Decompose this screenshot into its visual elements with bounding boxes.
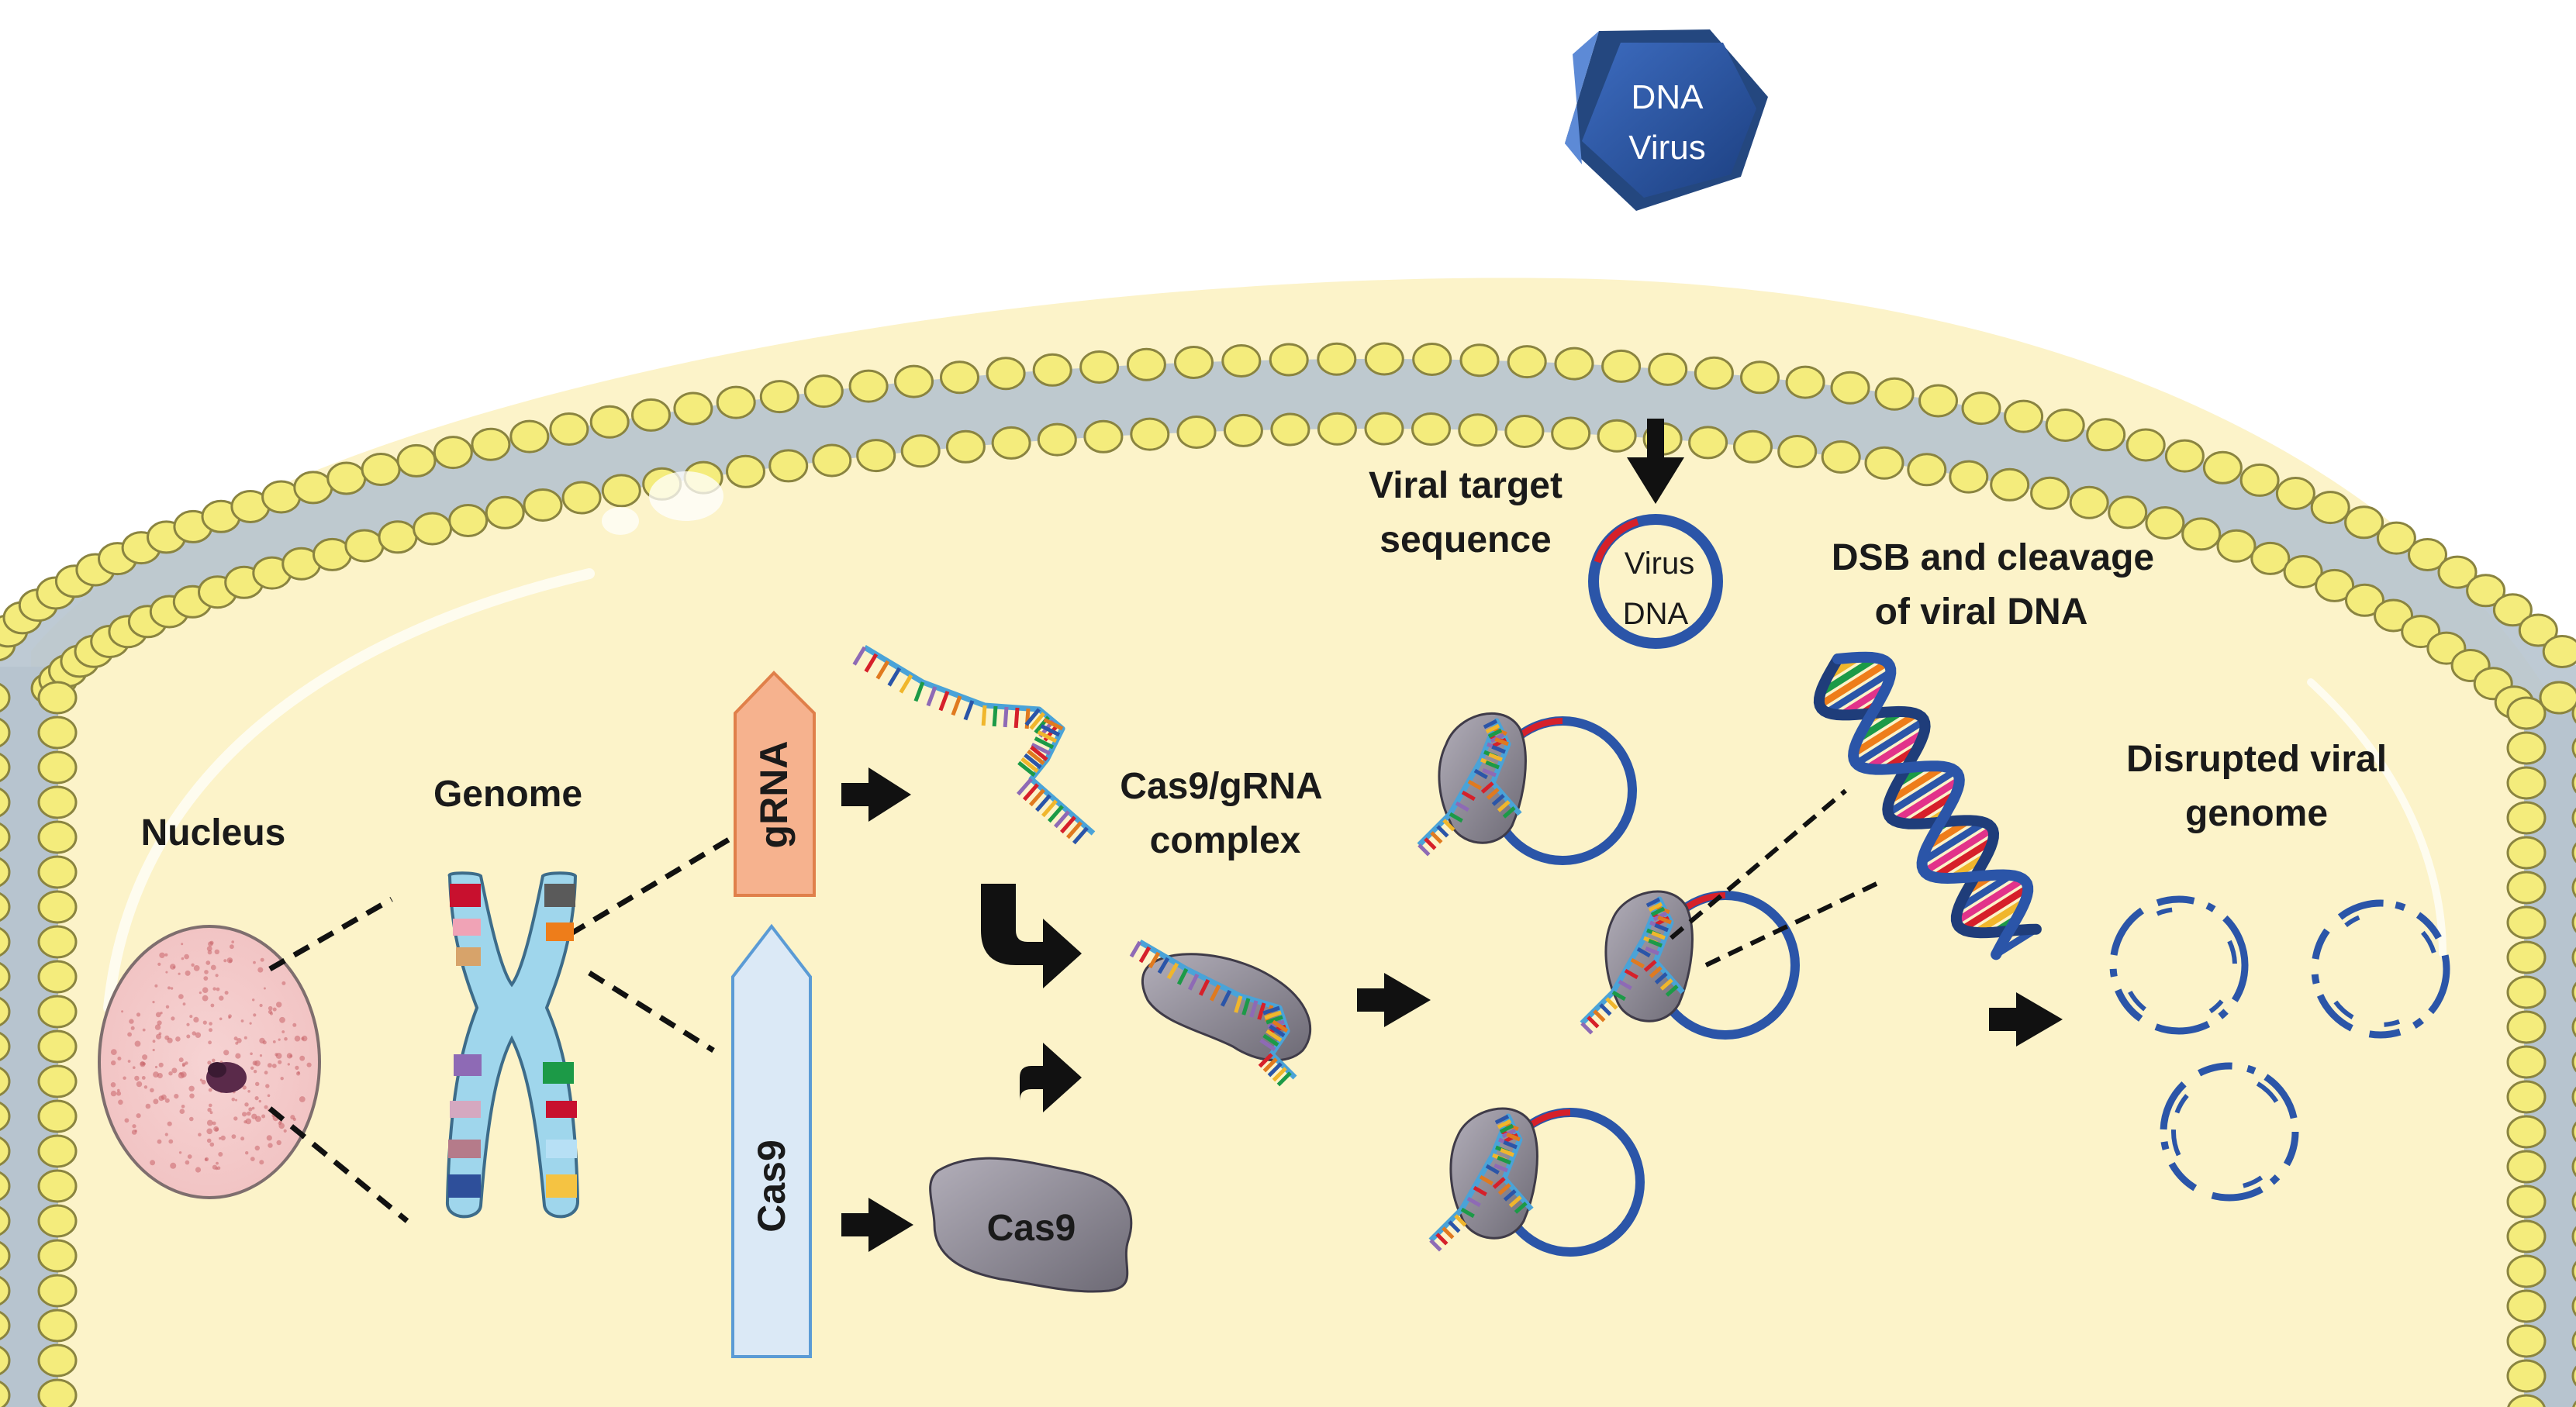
- disrupted-genome-1: [2109, 895, 2249, 1035]
- dna-virus-particle: DNA Virus: [1565, 29, 1768, 211]
- targeting-complex-top: [1417, 712, 1637, 865]
- genome-label: Genome: [433, 774, 582, 815]
- virus-particle-label-2: Virus: [1628, 129, 1705, 167]
- cas9-grna-complex: [1129, 939, 1312, 1087]
- disrupted-label-1: Disrupted viral: [2126, 739, 2387, 780]
- helix-zoom-lines: [1670, 788, 1878, 967]
- targeting-complex-middle: [1580, 890, 1800, 1040]
- grna-strand: [852, 644, 1096, 845]
- viral-dna-double-helix: [1813, 651, 2042, 960]
- process-arrows: [841, 767, 2063, 1252]
- viral-target-label-2: sequence: [1380, 519, 1551, 560]
- virus-dna-label-2: DNA: [1623, 597, 1689, 631]
- cas9-gene-label: Cas9: [750, 1140, 793, 1233]
- disrupted-genome-3: [2160, 1062, 2299, 1202]
- complex-label-2: complex: [1150, 820, 1301, 861]
- virus-dna-plasmid: Virus DNA: [1588, 514, 1723, 649]
- dsb-label-2: of viral DNA: [1875, 591, 2088, 633]
- virus-dna-label-1: Virus: [1625, 547, 1694, 581]
- disrupted-label-2: genome: [2185, 793, 2328, 834]
- disrupted-genome-2: [2311, 899, 2450, 1039]
- zoom-lines: [268, 834, 734, 1223]
- complex-label-1: Cas9/gRNA: [1120, 766, 1322, 807]
- entry-arrow: [1627, 419, 1684, 504]
- viral-target-label-1: Viral target: [1369, 465, 1563, 506]
- cytoplasm-highlights: [103, 471, 2447, 1013]
- dsb-label-1: DSB and cleavage: [1832, 537, 2154, 578]
- grna-gene-label: gRNA: [752, 741, 796, 849]
- nucleus-label: Nucleus: [141, 812, 286, 854]
- targeting-complex-bottom: [1428, 1107, 1645, 1257]
- nucleus: [98, 925, 321, 1199]
- cas9-protein-label: Cas9: [987, 1208, 1076, 1249]
- grna-gene-box: gRNA: [734, 671, 816, 897]
- cas9-protein: Cas9: [929, 1157, 1133, 1293]
- genome-chromosome: [446, 871, 580, 1219]
- cas9-gene-box: Cas9: [731, 923, 812, 1358]
- cell-membrane: [0, 342, 2576, 1407]
- virus-particle-label-1: DNA: [1632, 78, 1704, 116]
- cytoplasm: [31, 278, 2551, 1407]
